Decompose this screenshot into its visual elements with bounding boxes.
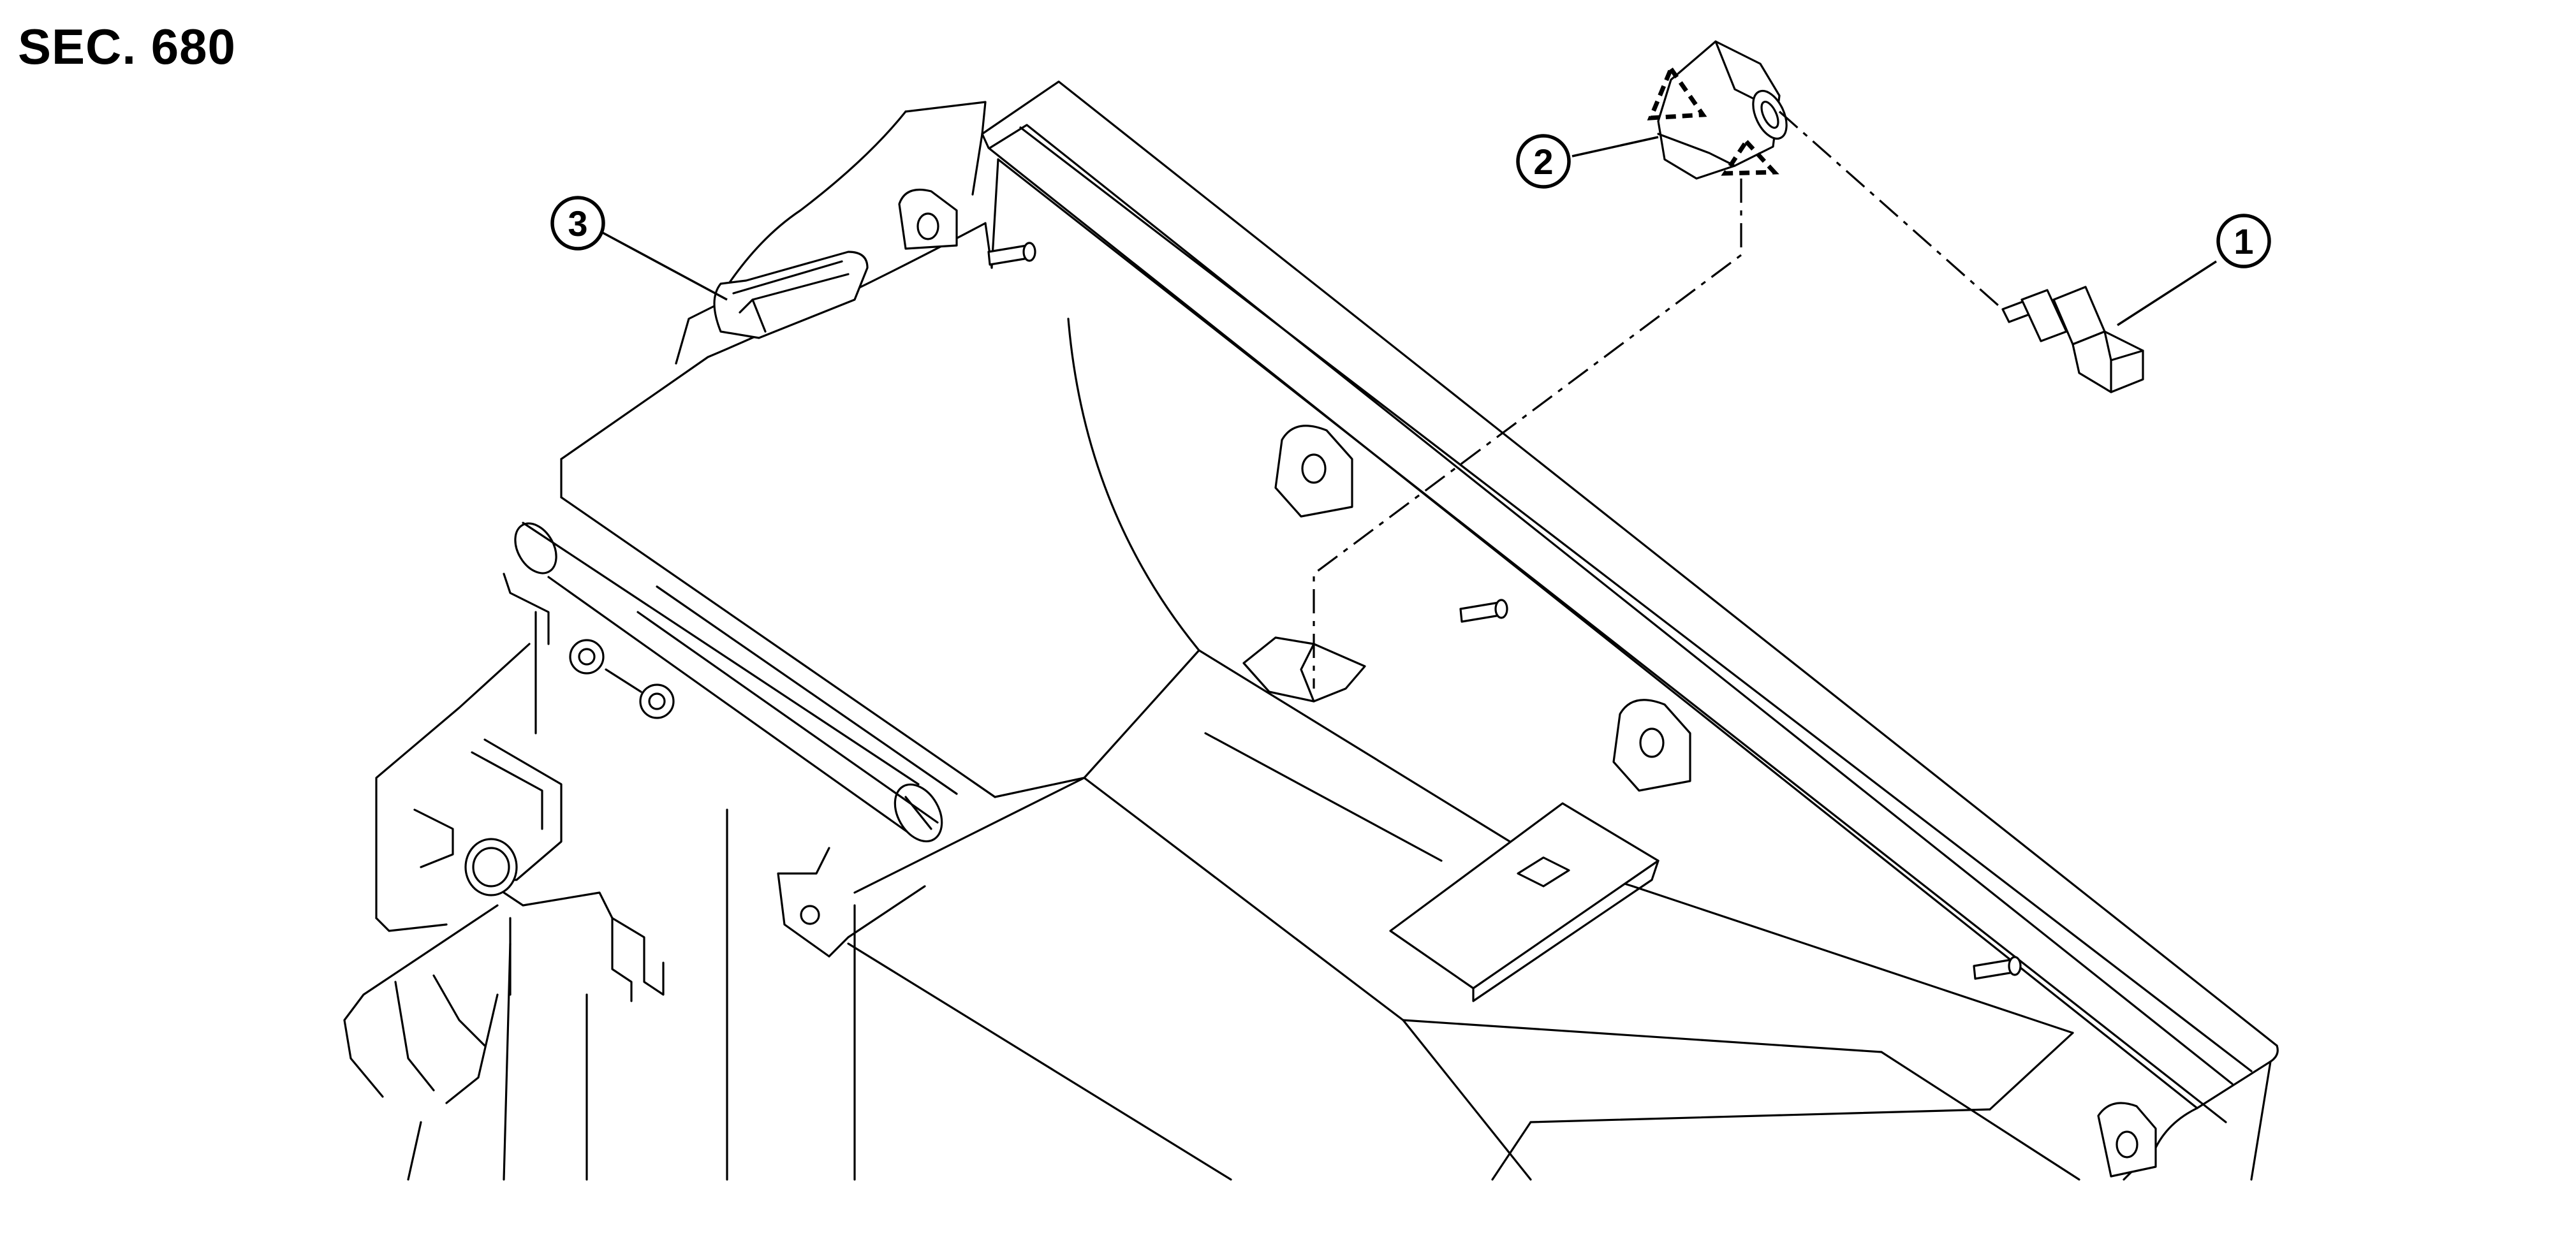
callout-1-number: 1 — [2234, 221, 2253, 261]
housing-top-panel — [971, 80, 2279, 1181]
section-number: SEC. 680 — [18, 18, 236, 75]
callout-3-number: 3 — [568, 203, 587, 244]
mounting-boss-2 — [1274, 425, 1353, 518]
callout-1: 1 — [2216, 214, 2271, 268]
mounting-boss-1 — [898, 188, 958, 250]
leader-line-3 — [602, 231, 728, 301]
sensor-mount-hole — [1242, 636, 1366, 703]
screw-3 — [1973, 956, 2022, 980]
part-2-sensor-bracket — [1657, 40, 1788, 180]
actuator-rod — [514, 522, 958, 843]
housing-front-body — [777, 649, 2080, 1181]
housing-lower-left — [343, 573, 728, 1181]
locking-tab-marks — [1647, 64, 1779, 176]
leader-line-2 — [1571, 136, 1659, 157]
callout-3: 3 — [550, 196, 605, 251]
part-3-bracket — [713, 251, 869, 339]
screw-1 — [987, 242, 1036, 266]
assembly-guide-lines — [1313, 110, 2004, 689]
callout-2: 2 — [1516, 134, 1571, 189]
part-1-sensor — [2001, 286, 2144, 393]
mounting-boss-3 — [1612, 699, 1691, 792]
housing-left-section — [560, 101, 1200, 894]
leader-line-1 — [2117, 260, 2217, 326]
duct-flap — [1389, 802, 1660, 1002]
screw-2 — [1459, 599, 1508, 623]
callout-2-number: 2 — [1533, 142, 1553, 182]
mounting-boss-4 — [2097, 1102, 2157, 1178]
